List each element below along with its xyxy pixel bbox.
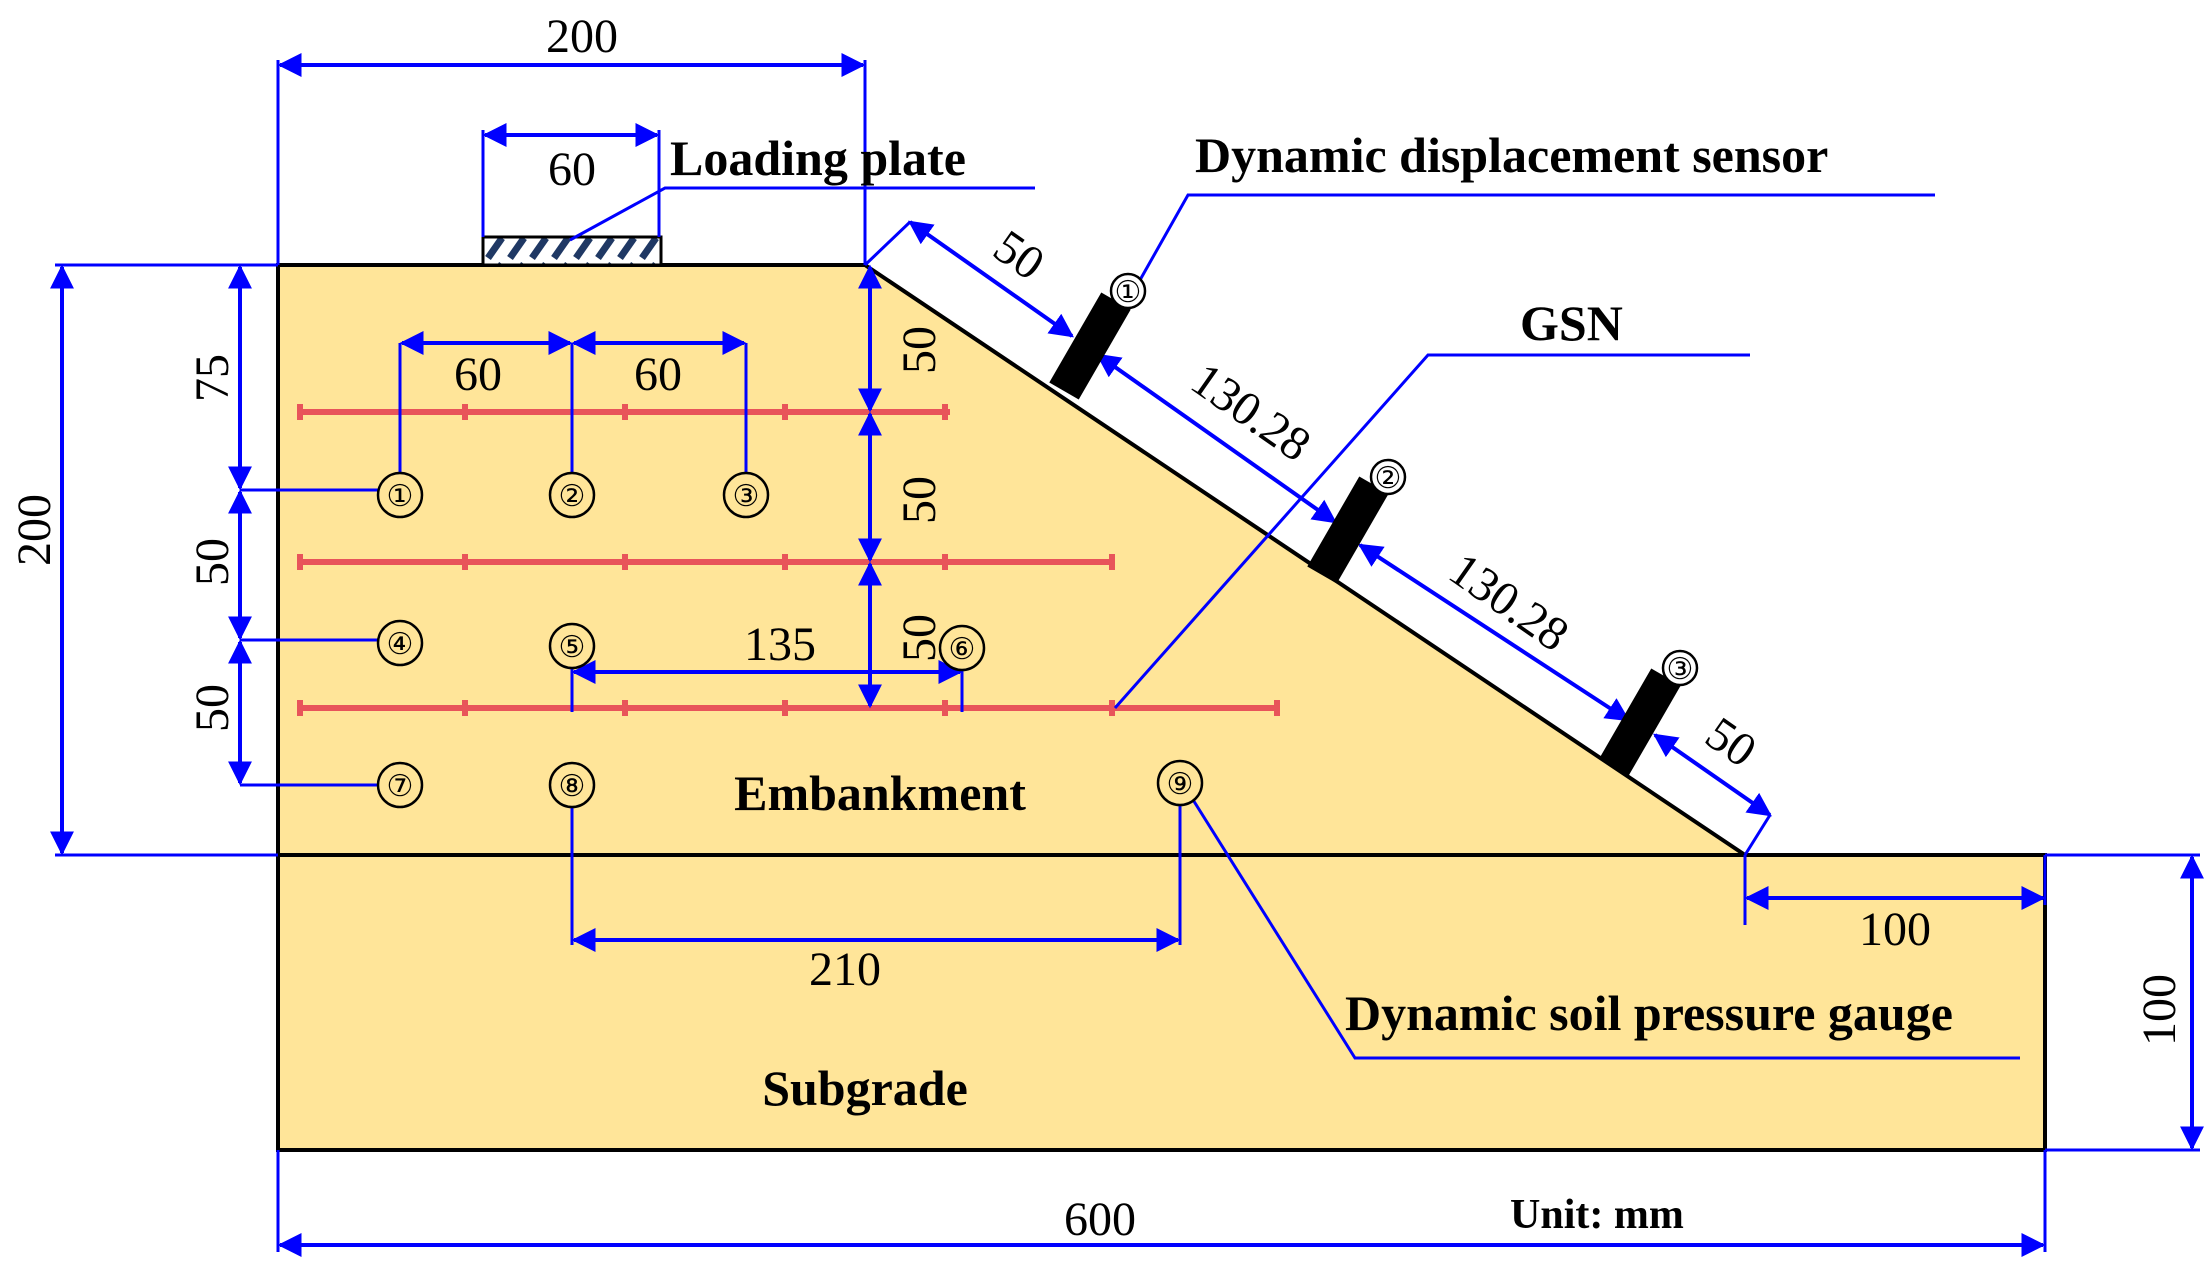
dim-slope-top	[908, 220, 1074, 338]
dim-plate-width-label: 60	[548, 143, 596, 196]
dim-grid-spacing-2-label: 50	[893, 476, 946, 524]
pressure-gauge-7: ⑦	[376, 761, 424, 809]
dim-grid-spacing-1-label: 50	[893, 326, 946, 374]
displacement-sensors: ① ② ③	[1049, 272, 1699, 776]
svg-text:③: ③	[1667, 652, 1694, 687]
sensor-marker-1: ①	[1109, 272, 1147, 310]
dim-subgrade-height-label: 100	[2133, 974, 2186, 1046]
pressure-gauge-6: ⑥	[938, 624, 986, 672]
dim-slope-bottom	[1653, 733, 1772, 817]
pressure-gauge-9: ⑨	[1156, 759, 1204, 807]
leader-loading-plate	[569, 186, 1035, 242]
dim-gauge-spacing-2-label: 60	[634, 348, 682, 401]
geogrid-layer-2	[297, 554, 1115, 570]
pressure-gauge-8: ⑧	[548, 761, 596, 809]
pressure-gauge-4: ④	[376, 619, 424, 667]
displacement-sensor-3	[1599, 668, 1681, 776]
loading-plate-label: Loading plate	[670, 130, 966, 186]
dim-layer-top-label: 75	[186, 354, 239, 402]
svg-text:②: ②	[1375, 461, 1402, 496]
leader-displacement-sensor	[1138, 193, 1935, 281]
sensor-marker-2: ②	[1369, 458, 1407, 496]
dim-embankment-height-label: 200	[8, 494, 61, 566]
svg-text:⑤: ⑤	[559, 630, 586, 665]
svg-text:⑨: ⑨	[1167, 767, 1194, 802]
geogrid-layer-1	[297, 404, 950, 420]
pressure-gauge-1: ①	[376, 471, 424, 519]
subgrade-label: Subgrade	[762, 1060, 968, 1116]
displacement-sensor-1	[1049, 292, 1131, 400]
pressure-gauge-2: ②	[548, 471, 596, 519]
dim-slope-mid-1-label: 130.28	[1182, 353, 1321, 472]
pressure-gauge-label: Dynamic soil pressure gauge	[1345, 985, 1953, 1041]
dim-slope-mid-1	[1096, 353, 1337, 524]
loading-plate	[481, 235, 663, 267]
svg-text:⑧: ⑧	[559, 769, 586, 804]
svg-text:①: ①	[1115, 275, 1142, 310]
sensor-marker-3: ③	[1661, 649, 1699, 687]
gsn-label: GSN	[1520, 295, 1623, 351]
dim-layer-low-label: 50	[186, 684, 239, 732]
dim-layer-mid-label: 50	[186, 538, 239, 586]
dim-slope-bottom-label: 50	[1696, 707, 1766, 778]
dim-gauge-span-bottom-label: 210	[809, 943, 881, 996]
pressure-gauge-5: ⑤	[548, 622, 596, 670]
displacement-sensor-2	[1307, 476, 1389, 584]
svg-text:⑥: ⑥	[949, 632, 976, 667]
dim-slope-mid-2	[1357, 543, 1631, 722]
svg-text:③: ③	[733, 479, 760, 514]
leader-pressure-gauge	[1188, 794, 2020, 1060]
callout-labels: Loading plate Dynamic displacement senso…	[670, 127, 1953, 1238]
dim-toe-offset-label: 100	[1859, 903, 1931, 956]
svg-text:④: ④	[387, 627, 414, 662]
dimension-lines	[50, 53, 2204, 1257]
pressure-gauges: ① ② ③ ④ ⑤ ⑥ ⑦ ⑧ ⑨	[376, 471, 1204, 809]
dim-gauge-spacing-1-label: 60	[454, 348, 502, 401]
dim-gauge-offset-label: 135	[744, 618, 816, 671]
svg-text:①: ①	[387, 479, 414, 514]
dim-top-width-label: 200	[546, 10, 618, 63]
svg-text:②: ②	[559, 479, 586, 514]
pressure-gauge-3: ③	[722, 471, 770, 519]
embankment-label: Embankment	[734, 765, 1026, 821]
dim-grid-spacing-3-label: 50	[893, 614, 946, 662]
svg-text:⑦: ⑦	[387, 769, 414, 804]
unit-label: Unit: mm	[1510, 1192, 1684, 1238]
displacement-sensor-label: Dynamic displacement sensor	[1195, 127, 1828, 183]
dim-total-width-label: 600	[1064, 1193, 1136, 1246]
leader-gsn	[1113, 353, 1750, 709]
